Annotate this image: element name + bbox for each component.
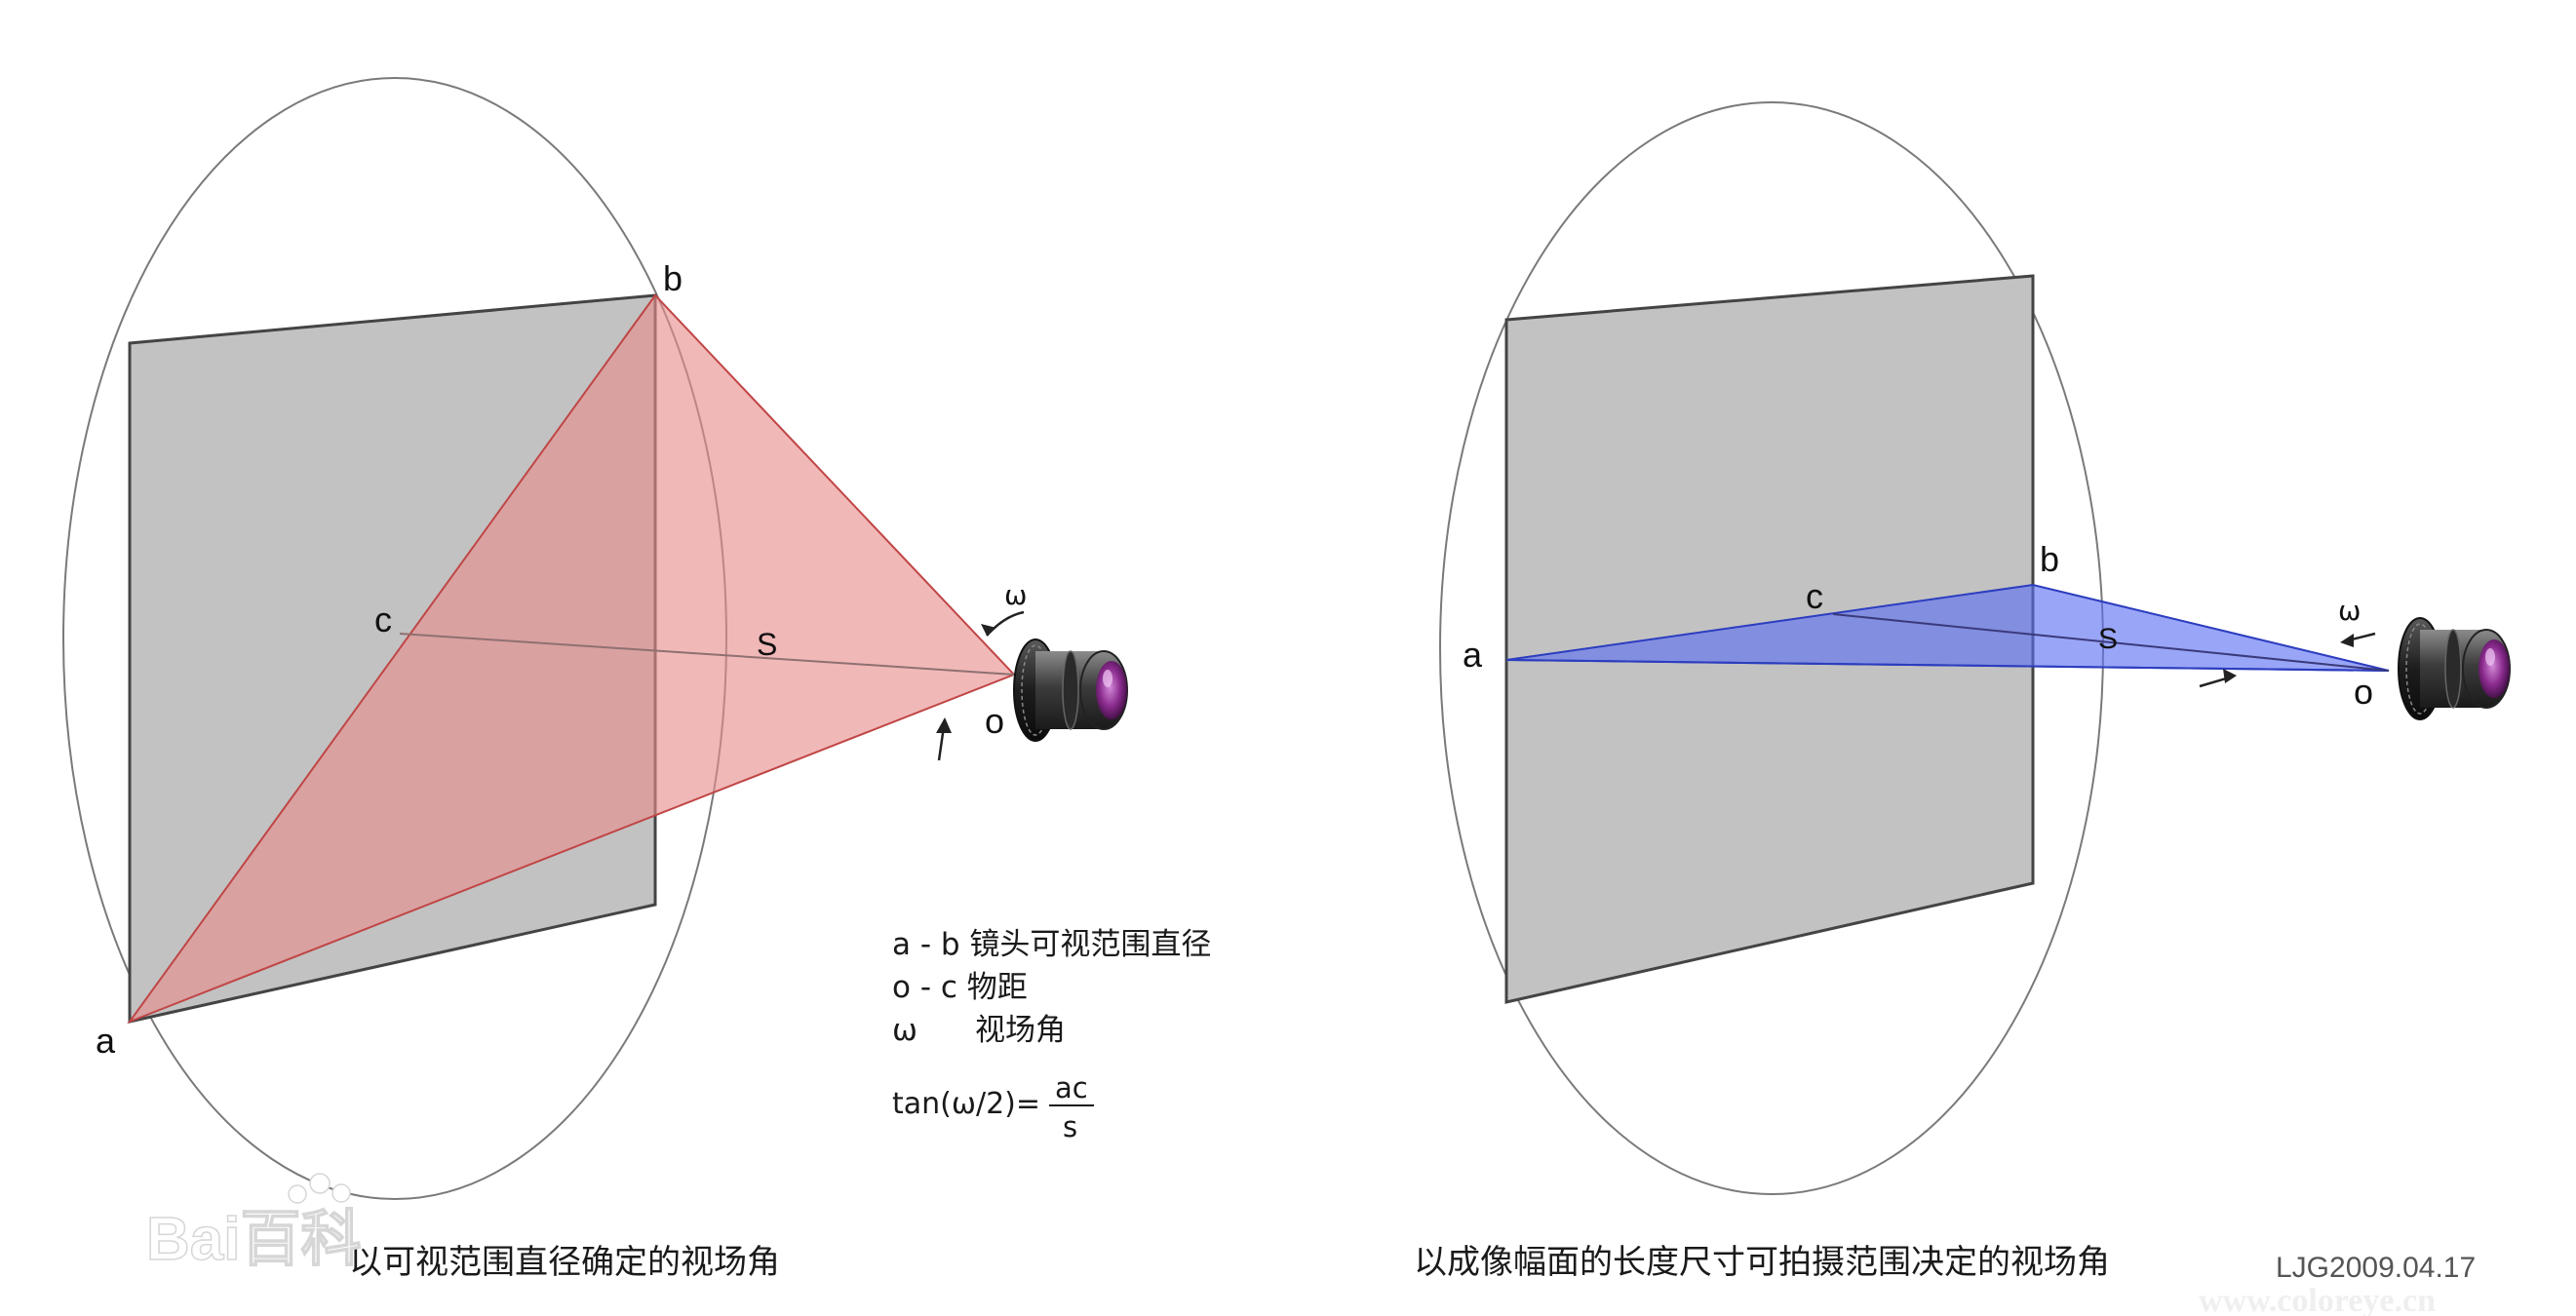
- right-diagram: a b c o S ω 以成像幅面的长度尺寸可拍摄范围决定的视场角: [1414, 101, 2511, 1282]
- legend-formula-numerator: ac: [1055, 1071, 1088, 1104]
- left-angle-arrow-top: [986, 610, 1025, 637]
- right-label-a: a: [1463, 635, 1483, 675]
- left-angle-arrowhead-bottom: [936, 717, 952, 733]
- right-lower-edge: [1505, 659, 2390, 672]
- left-label-c: c: [374, 600, 392, 639]
- legend-line-ab: a - b 镜头可视范围直径: [892, 927, 1211, 962]
- left-view-cone: [127, 293, 1016, 1025]
- site-watermark: www.coloreye.cn: [2199, 1283, 2436, 1316]
- legend-formula-denominator: s: [1063, 1110, 1077, 1143]
- right-label-omega: ω: [2338, 595, 2361, 627]
- left-label-o: o: [985, 701, 1004, 741]
- right-axis-line: [1832, 613, 2390, 672]
- signature-date: LJG2009.04.17: [2276, 1252, 2476, 1284]
- right-caption: 以成像幅面的长度尺寸可拍摄范围决定的视场角: [1414, 1243, 2110, 1282]
- right-angle-arrowhead-bottom: [2223, 669, 2237, 683]
- left-label-s: S: [757, 627, 777, 662]
- legend-line-omega-text: 视场角: [975, 1013, 1066, 1048]
- right-angle-arrowhead-top: [2340, 634, 2354, 647]
- left-legend: a - b 镜头可视范围直径 o - c 物距 ω 视场角 tan(ω/2)= …: [892, 927, 1211, 1143]
- left-angle-arrowhead-top: [981, 624, 996, 636]
- right-label-c: c: [1806, 576, 1823, 616]
- baidu-watermark-logo: Bai百科: [145, 1173, 362, 1274]
- right-label-o: o: [2354, 672, 2373, 712]
- left-caption: 以可视范围直径确定的视场角: [349, 1243, 780, 1282]
- legend-line-omega-symbol: ω: [892, 1013, 917, 1048]
- legend-line-oc: o - c 物距: [892, 970, 1028, 1005]
- right-label-s: S: [2098, 623, 2118, 655]
- legend-formula-prefix: tan(ω/2)=: [892, 1087, 1040, 1121]
- left-camera-lens-icon: [1013, 639, 1128, 742]
- right-camera-lens-icon: [2398, 617, 2511, 720]
- left-label-b: b: [663, 258, 683, 298]
- left-axis-line: [399, 633, 1015, 676]
- left-label-a: a: [96, 1021, 116, 1061]
- left-label-omega: ω: [1004, 579, 1027, 611]
- left-diagram: b c a o S ω a - b 镜头可视范围直径 o - c 物距 ω 视场…: [62, 77, 1211, 1282]
- right-label-b: b: [2040, 539, 2059, 579]
- baidu-watermark-text: Bai百科: [146, 1206, 361, 1273]
